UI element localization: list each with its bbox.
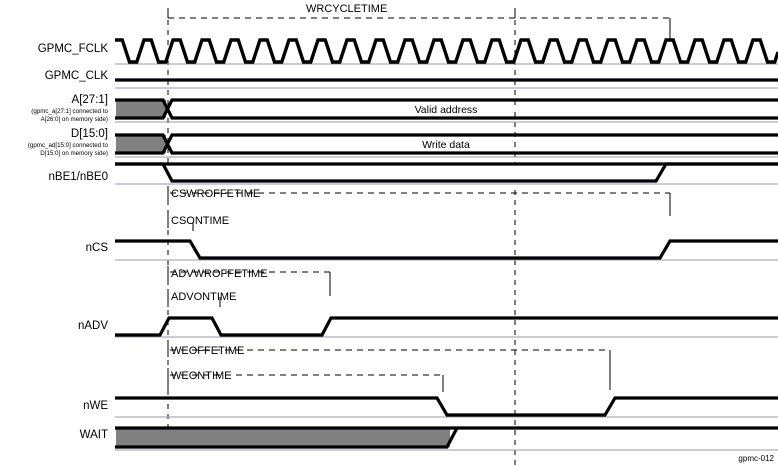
annotation-csontime: CSONTIME	[167, 212, 229, 231]
bus-rail-data-b	[115, 133, 778, 155]
annotation-cswroffetime: CSWROFFETIME	[167, 186, 671, 216]
signal-label-nwe: nWE	[83, 400, 108, 412]
signal-sublabel-address-line1: (gpmc_a[27:1] connected to	[31, 108, 108, 115]
signal-sublabel-data-line2: D[15:0] on memory side)	[40, 150, 108, 157]
bus-invalid-address	[116, 100, 166, 118]
bus-value-data: Write data	[422, 139, 470, 151]
signal-sublabel-address-line2: A[26:0] on memory side)	[41, 116, 108, 123]
waveform-ncs	[115, 239, 778, 260]
waveform-nbe	[115, 162, 778, 183]
signal-row-data: D[15:0] (gpmc_ad[15:0] connected to D[15…	[28, 128, 778, 158]
annotation-weoffetime: WEOFFETIME	[167, 344, 611, 390]
signal-row-nwe: nWE	[83, 396, 778, 418]
waveform-nadv	[115, 316, 778, 337]
annotation-advwroffetime: ADVWROFFETIME	[167, 266, 331, 296]
param-label-weontime: WEONTIME	[171, 370, 232, 382]
bus-rail-address-b	[115, 98, 778, 120]
param-label-cswroffetime: CSWROFFETIME	[171, 188, 260, 200]
signal-row-gpmc-fclk: GPMC_FCLK	[38, 38, 778, 65]
param-label-weoffetime: WEOFFETIME	[171, 345, 244, 357]
waveform-nwe	[115, 396, 778, 417]
signal-row-ncs: nCS	[86, 239, 778, 261]
annotation-wrcycletime: WRCYCLETIME	[167, 3, 671, 40]
param-label-csontime: CSONTIME	[171, 215, 229, 227]
signal-label-gpmc-fclk: GPMC_FCLK	[38, 43, 109, 55]
waveform-wait-lower	[115, 427, 459, 449]
bus-invalid-wait	[116, 429, 450, 447]
signal-row-wait: WAIT	[80, 426, 778, 451]
signal-row-nbe: nBE1/nBE0	[49, 162, 778, 185]
signal-row-address: A[27:1] (gpmc_a[27:1] connected to A[26:…	[31, 94, 778, 123]
signal-label-ncs: nCS	[86, 242, 109, 254]
signal-label-nbe: nBE1/nBE0	[49, 171, 108, 183]
signal-row-nadv: nADV	[78, 316, 778, 338]
signal-label-nadv: nADV	[78, 320, 108, 332]
waveform-gpmc-fclk	[115, 38, 778, 64]
figure-id: gpmc-012	[738, 454, 774, 463]
signal-label-data: D[15:0]	[71, 128, 108, 140]
signal-label-wait: WAIT	[80, 429, 108, 441]
signal-row-gpmc-clk: GPMC_CLK	[45, 70, 778, 89]
annotation-weontime: WEONTIME	[167, 368, 444, 395]
bus-value-address: Valid address	[415, 104, 478, 116]
signal-label-address: A[27:1]	[72, 94, 108, 106]
param-label-wrcycletime: WRCYCLETIME	[306, 3, 387, 15]
param-label-advontime: ADVONTIME	[171, 291, 236, 303]
bus-invalid-data	[116, 135, 166, 153]
signal-sublabel-data-line1: (gpmc_ad[15:0] connected to	[28, 142, 109, 149]
annotation-advontime: ADVONTIME	[167, 289, 236, 307]
signal-label-gpmc-clk: GPMC_CLK	[45, 70, 109, 82]
param-label-advwroffetime: ADVWROFFETIME	[171, 268, 268, 280]
